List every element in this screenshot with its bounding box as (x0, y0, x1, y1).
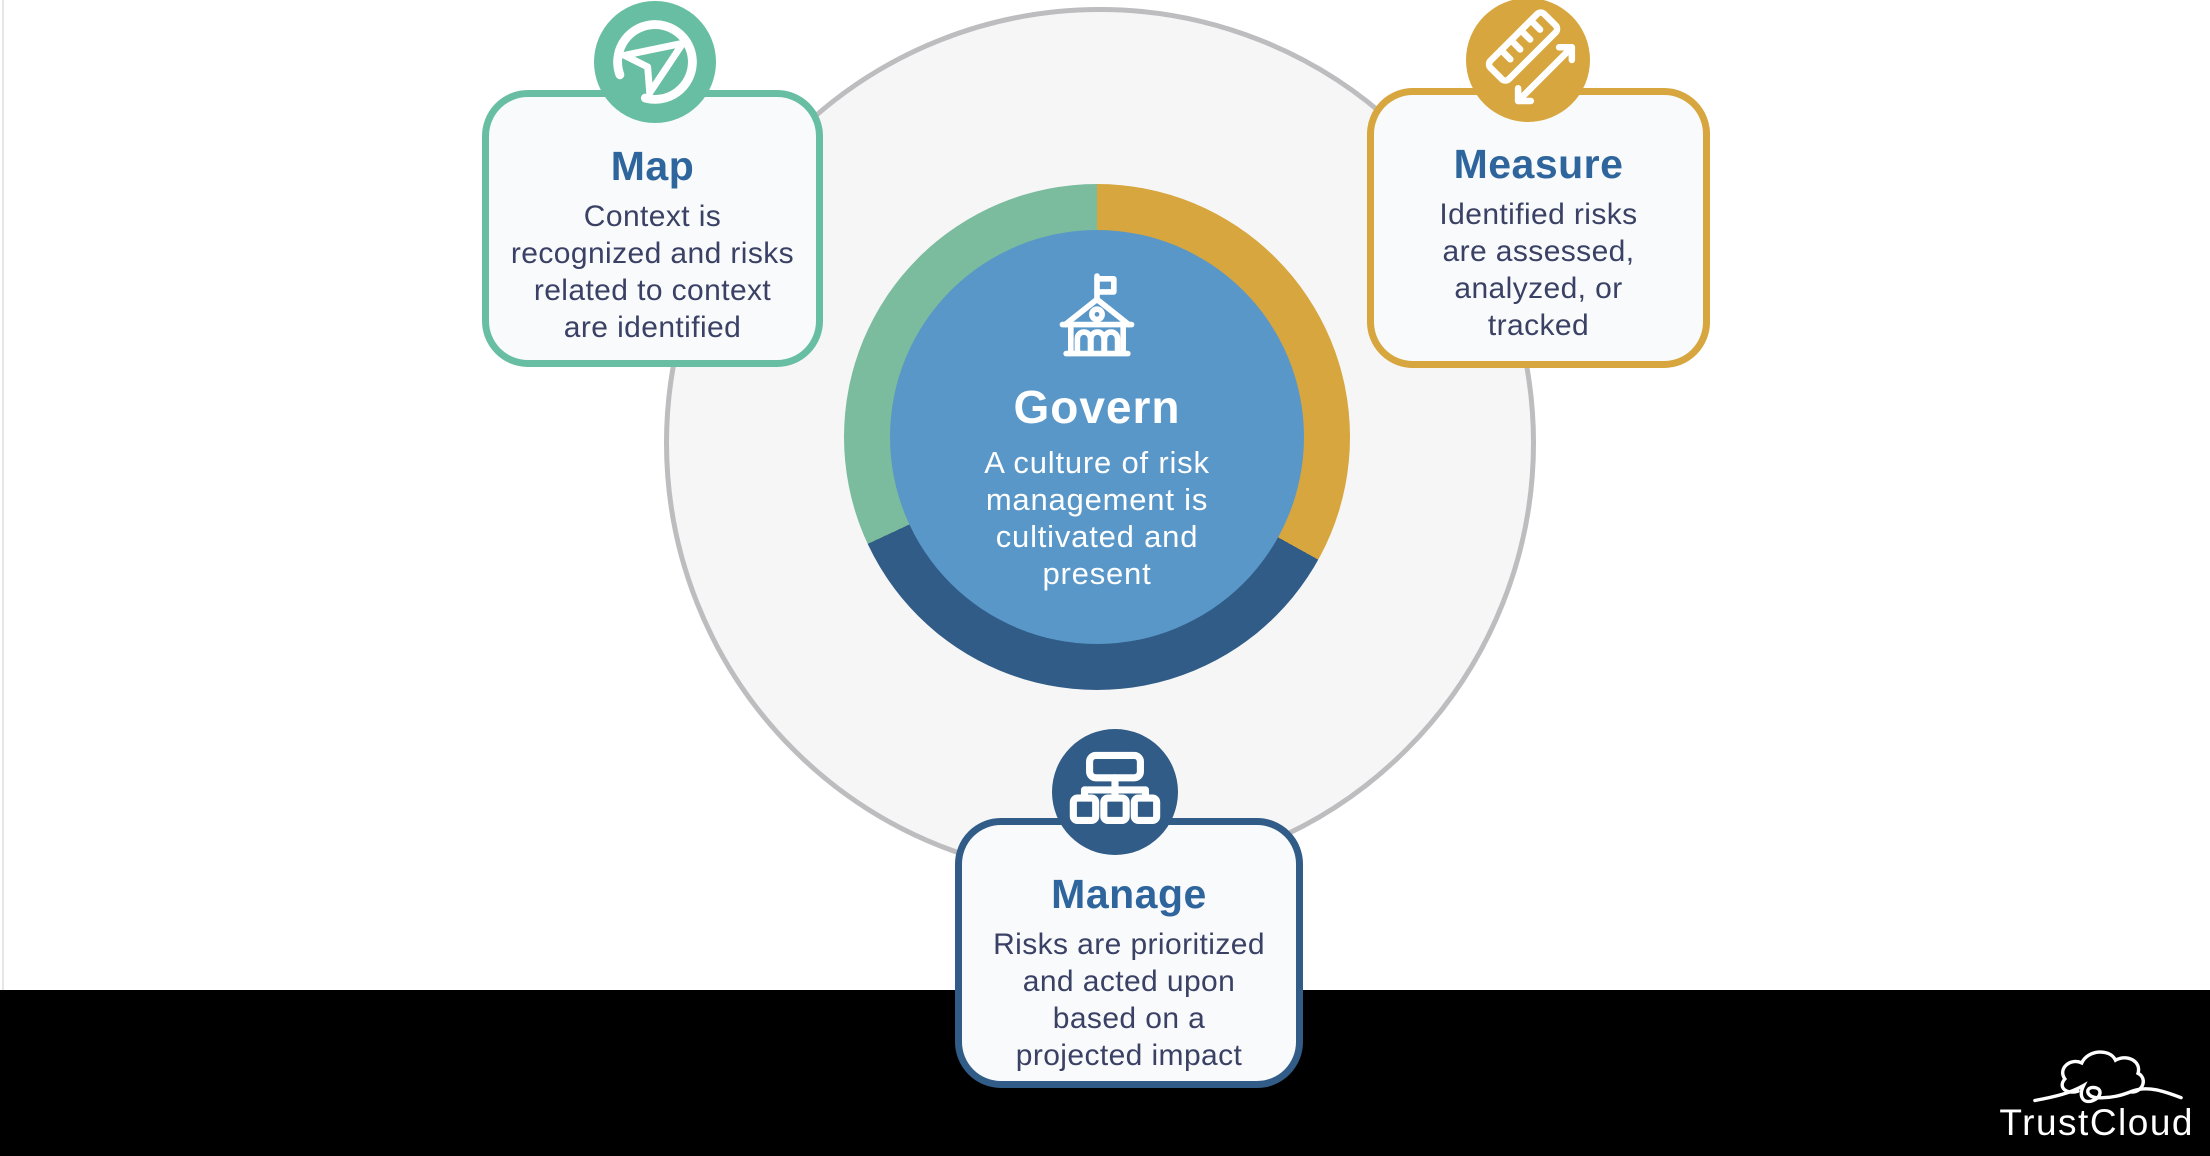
left-edge-line (2, 0, 4, 990)
bank-building-icon (1059, 273, 1135, 357)
org-chart-icon (1052, 729, 1178, 855)
trustcloud-logo: TrustCloud (1999, 1048, 2194, 1144)
map-card-title: Map (610, 143, 695, 189)
manage-card: Manage Risks are prioritized and acted u… (955, 818, 1303, 1088)
paper-plane-icon (594, 1, 716, 123)
manage-card-title: Manage (1051, 871, 1207, 917)
govern-title: Govern (1013, 381, 1181, 433)
manage-card-description: Risks are prioritized and acted upon bas… (993, 928, 1265, 1072)
map-card-description: Context is recognized and risks related … (510, 200, 795, 344)
cloud-logo-icon (2033, 1050, 2184, 1104)
govern-circle: Govern A culture of risk management is c… (890, 230, 1304, 644)
measure-card: Measure Identified risks are assessed, a… (1367, 88, 1710, 368)
logo-text: TrustCloud (1999, 1102, 2194, 1143)
measure-card-title: Measure (1453, 141, 1624, 187)
govern-description: A culture of risk management is cultivat… (984, 445, 1210, 591)
ruler-arrows-icon (1466, 0, 1590, 122)
measure-card-description: Identified risks are assessed, analyzed,… (1439, 198, 1638, 342)
map-card: Map Context is recognized and risks rela… (482, 90, 823, 367)
